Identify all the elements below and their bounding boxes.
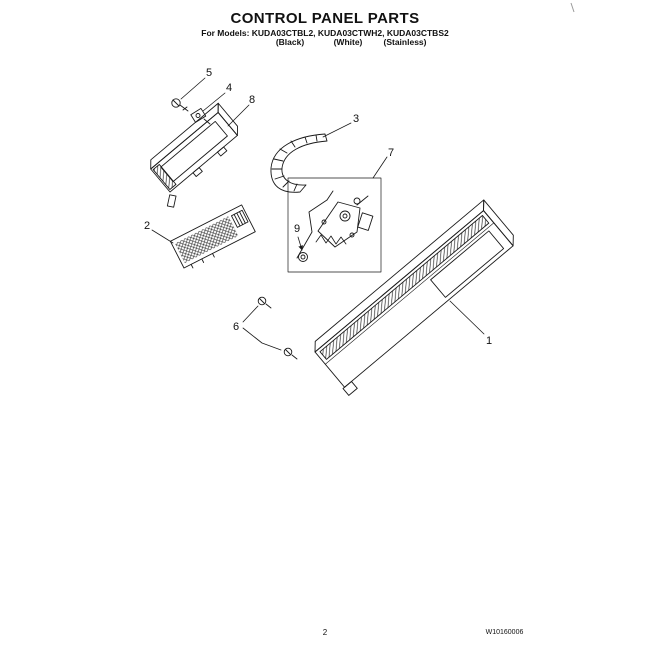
part-grommet-9 xyxy=(298,252,308,262)
callout-3: 3 xyxy=(353,113,359,125)
part-screw-5 xyxy=(171,98,189,112)
part-control-panel xyxy=(314,199,514,396)
footer-page-number: 2 xyxy=(322,628,328,637)
leader-line-9 xyxy=(297,236,304,251)
callout-6: 6 xyxy=(233,321,239,333)
leader-line-8 xyxy=(227,104,250,127)
callout-5: 5 xyxy=(206,67,212,79)
leader-line-4 xyxy=(202,92,226,112)
callout-1: 1 xyxy=(486,335,492,347)
callout-7: 7 xyxy=(388,147,394,159)
color-label-black: (Black) xyxy=(275,37,305,47)
footer-doc-number: W10160006 xyxy=(485,629,524,636)
part-clip-4 xyxy=(190,107,211,125)
callout-labels: 5 4 8 3 7 9 2 6 1 xyxy=(144,67,492,347)
models-line: For Models: KUDA03CTBL2, KUDA03CTWH2, KU… xyxy=(201,28,449,38)
corner-tick-mark xyxy=(570,2,575,13)
leader-line-6a xyxy=(242,305,259,323)
color-label-stainless: (Stainless) xyxy=(383,37,427,47)
part-console-frame xyxy=(150,102,238,208)
leader-lines xyxy=(151,77,485,351)
part-screw-6b xyxy=(283,347,298,360)
leader-line-7 xyxy=(372,156,388,179)
callout-2: 2 xyxy=(144,220,150,232)
callout-4: 4 xyxy=(226,82,232,94)
part-curved-bracket xyxy=(270,133,328,193)
color-label-white: (White) xyxy=(333,37,363,47)
callout-8: 8 xyxy=(249,94,255,106)
leader-line-2 xyxy=(151,229,174,244)
part-screw-6a xyxy=(257,296,272,309)
leader-line-6b xyxy=(242,327,282,351)
page-title: CONTROL PANEL PARTS xyxy=(230,10,420,27)
leader-line-1 xyxy=(449,300,485,335)
leader-line-5 xyxy=(180,77,206,100)
part-latch-assembly-group xyxy=(287,177,382,273)
leader-line-3 xyxy=(322,122,352,138)
callout-9: 9 xyxy=(294,223,300,235)
part-control-board xyxy=(169,204,256,269)
